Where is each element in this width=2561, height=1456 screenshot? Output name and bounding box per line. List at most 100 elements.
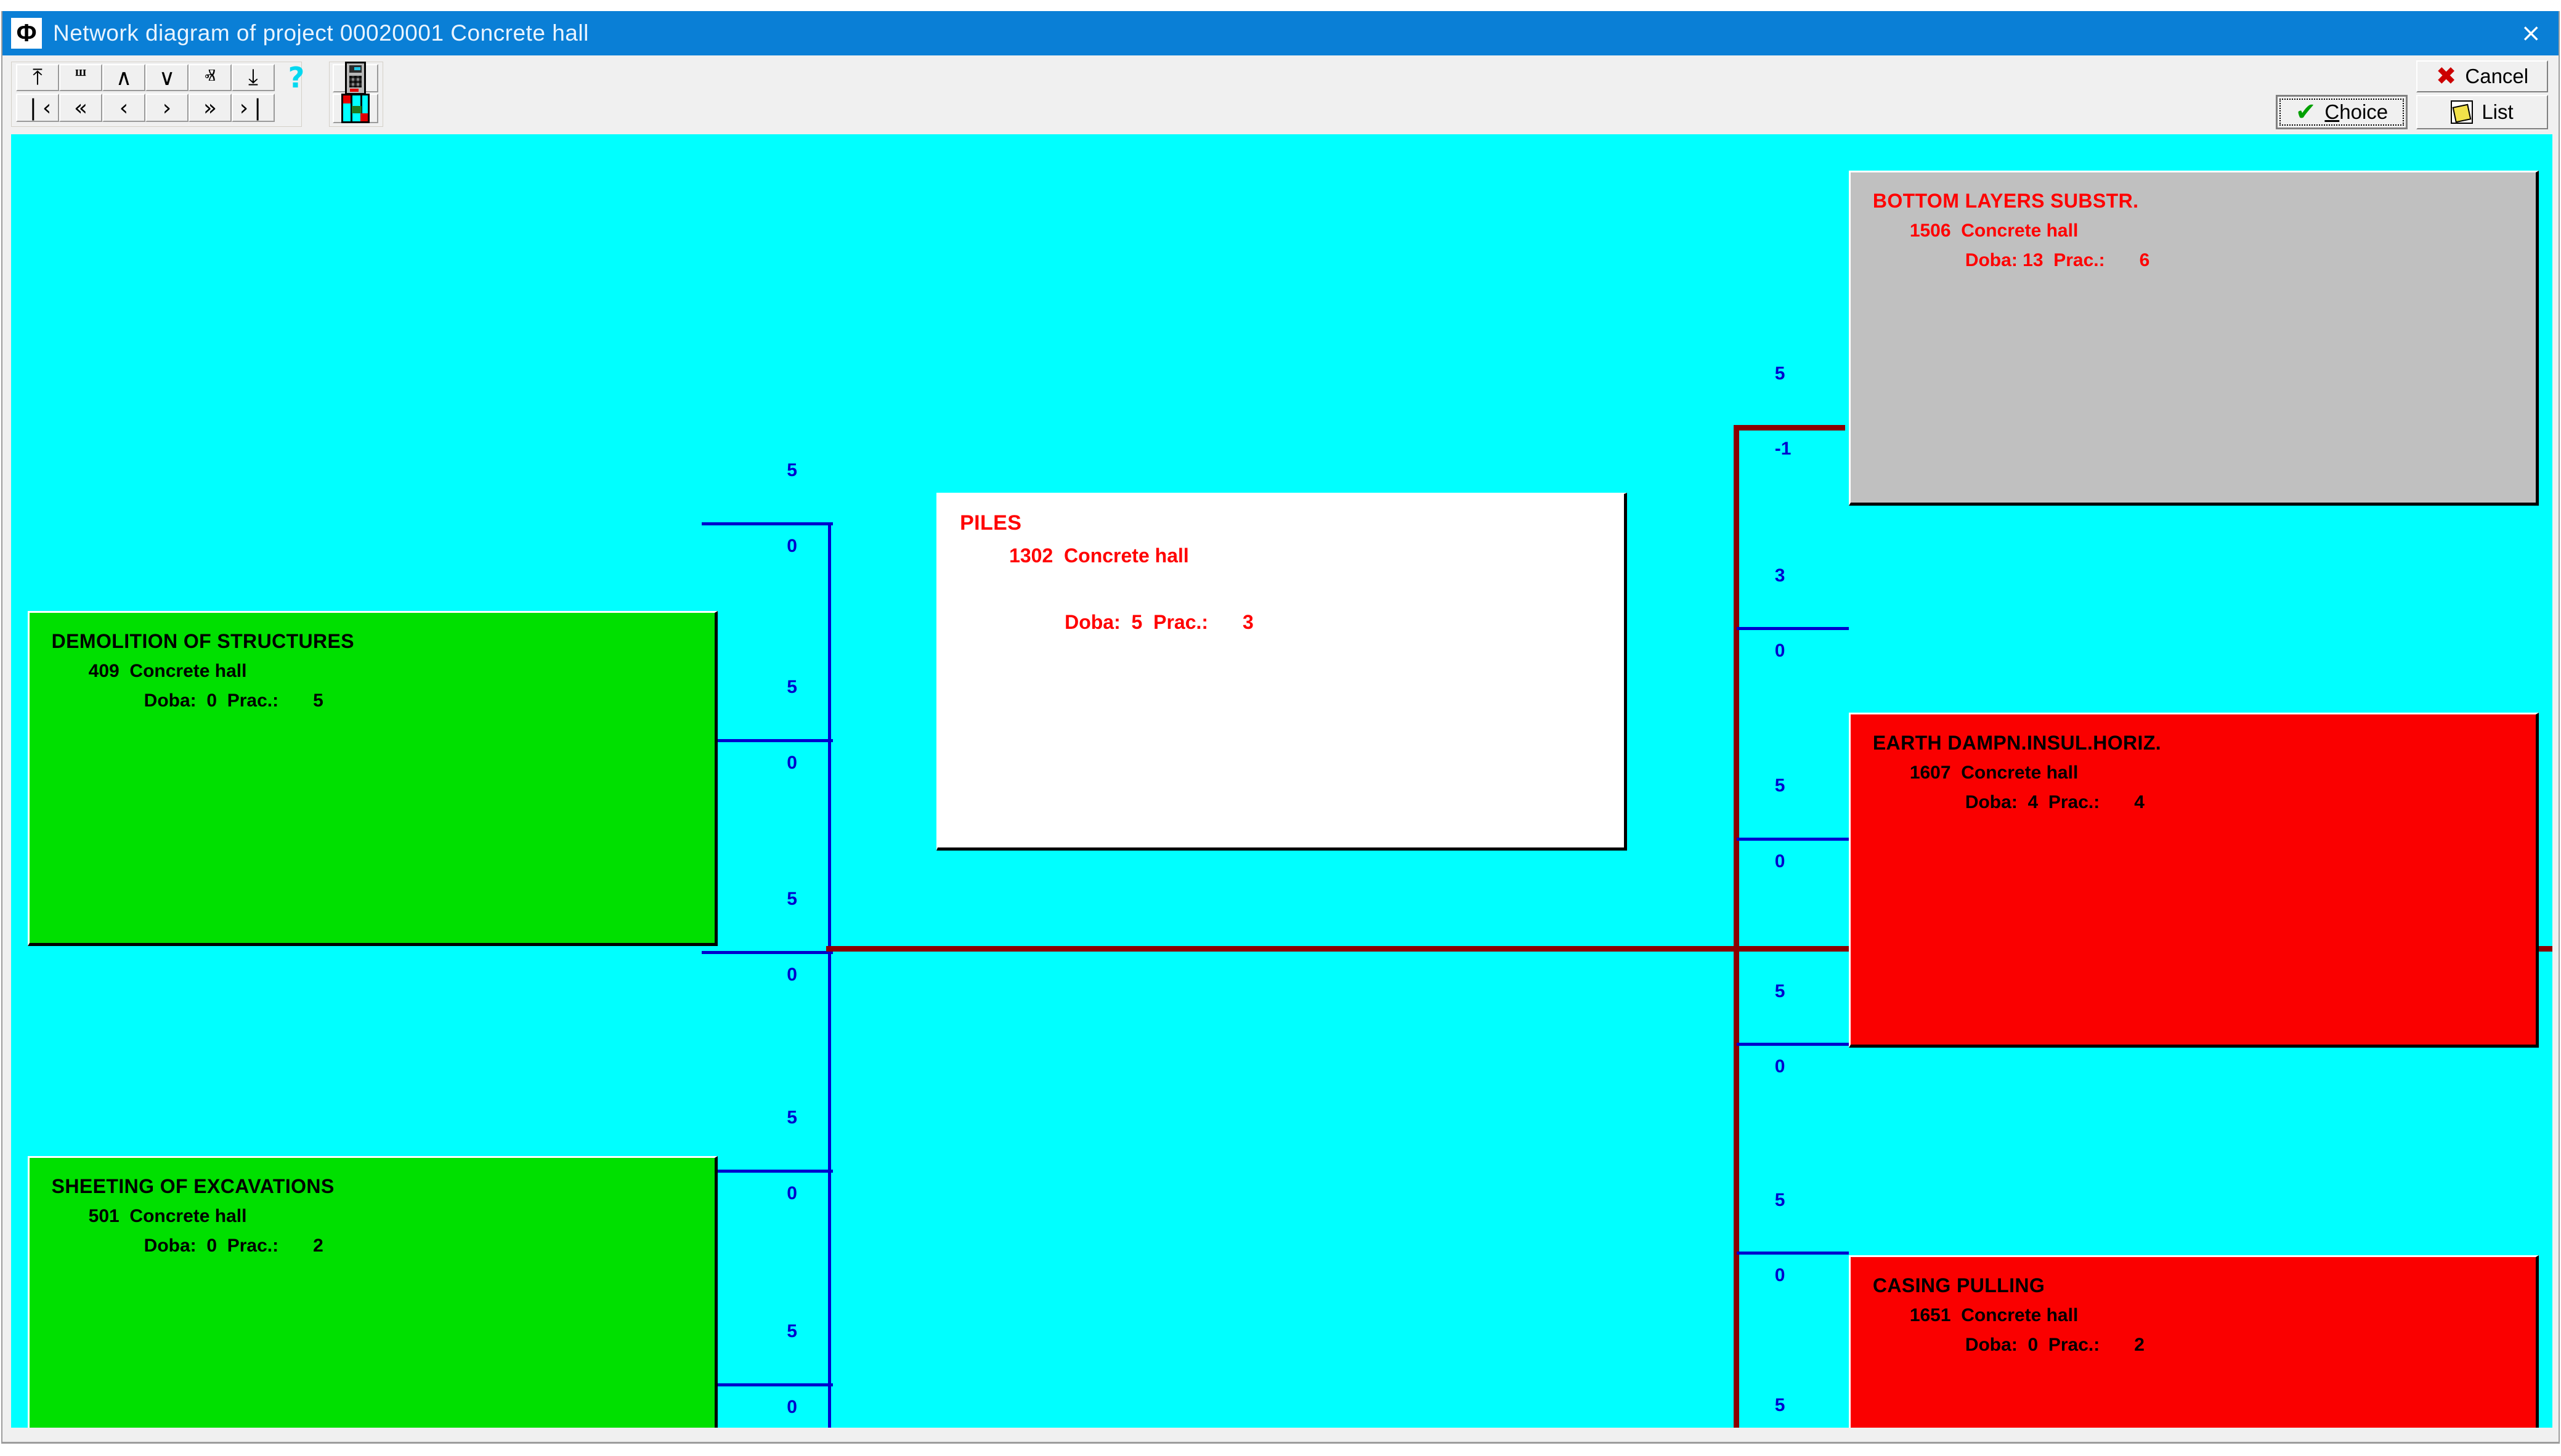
left-trunk-blue	[827, 524, 831, 1428]
edge-label-succ-5-bottom: 0	[1774, 1265, 1785, 1286]
tau-icon: Φ	[11, 18, 42, 49]
double-right-icon: »	[203, 95, 217, 121]
chevron-down-icon: ∨	[158, 65, 176, 91]
edge-label-pred-5-top: 5	[787, 1321, 797, 1341]
edge-label-pred-3-bottom: 0	[787, 965, 797, 985]
edge-label-succ-4-top: 5	[1774, 981, 1785, 1001]
calculator-icon	[345, 62, 366, 95]
node-metrics: Doba: 4 Prac.:4	[1965, 792, 2145, 813]
next-button[interactable]: ›	[145, 94, 189, 122]
edge-line-succ-3	[1737, 837, 1849, 841]
page-up-button[interactable]: ⱎ	[59, 64, 102, 91]
node-subtitle: 1607 Concrete hall	[1909, 762, 2079, 783]
cancel-button[interactable]: ✖ Cancel	[2416, 60, 2548, 92]
edge-label-succ-3-bottom: 0	[1774, 851, 1785, 872]
edge-label-succ-4-bottom: 0	[1774, 1056, 1785, 1077]
next-page-button[interactable]: »	[189, 94, 232, 122]
edge-label-pred-3-top: 5	[787, 889, 797, 910]
tau-icon-glyph: Φ	[16, 20, 37, 47]
edge-line-pred-5	[701, 1383, 833, 1386]
edge-label-succ-5-top: 5	[1774, 1189, 1785, 1210]
node-1651[interactable]: CASING PULLING 1651 Concrete hall Doba: …	[1848, 1255, 2539, 1428]
edge-label-succ-2-bottom: 0	[1774, 641, 1785, 661]
edge-label-pred-5-bottom: 0	[787, 1396, 797, 1417]
edge-center-to-right	[1618, 945, 1742, 952]
node-title: EARTH DAMPN.INSUL.HORIZ.	[1872, 732, 2162, 754]
edge-label-succ-1-top: 5	[1774, 363, 1785, 384]
go-bottom-button[interactable]: ⤓	[232, 64, 275, 91]
node-subtitle: 1506 Concrete hall	[1909, 220, 2079, 241]
edge-line-succ-4	[1737, 1043, 1849, 1046]
edge-line-pred-4	[701, 1169, 833, 1173]
close-icon[interactable]: ×	[2520, 19, 2541, 47]
skip-first-icon: ❘‹	[23, 95, 52, 121]
choice-button[interactable]: ✔ Choice	[2276, 95, 2408, 129]
node-title: SHEETING OF EXCAVATIONS	[51, 1175, 335, 1198]
node-1506[interactable]: BOTTOM LAYERS SUBSTR. 1506 Concrete hall…	[1848, 170, 2539, 506]
node-subtitle: 501 Concrete hall	[88, 1206, 247, 1227]
close-x-icon: ✖	[2435, 62, 2457, 91]
edge-label-pred-2-bottom: 0	[787, 752, 797, 773]
title-bar: Φ Network diagram of project 00020001 Co…	[2, 11, 2559, 55]
chevron-right-icon: ›	[162, 95, 172, 121]
edge-line-succ-1	[1734, 425, 1846, 431]
node-metrics: Doba: 5 Prac.:3	[1065, 610, 1254, 633]
go-top-button[interactable]: ⤒	[16, 64, 59, 91]
prev-button[interactable]: ‹	[102, 94, 145, 122]
edge-label-succ-3-top: 5	[1774, 775, 1785, 796]
node-409[interactable]: DEMOLITION OF STRUCTURES 409 Concrete ha…	[27, 610, 718, 946]
last-button[interactable]: ›❘	[232, 94, 275, 122]
down-button[interactable]: ∨	[145, 64, 189, 91]
node-title: PILES	[960, 511, 1022, 535]
node-subtitle: 409 Concrete hall	[88, 660, 247, 681]
node-title: BOTTOM LAYERS SUBSTR.	[1872, 189, 2139, 212]
node-501[interactable]: SHEETING OF EXCAVATIONS 501 Concrete hal…	[27, 1156, 718, 1428]
up-button[interactable]: ∧	[102, 64, 145, 91]
prev-page-button[interactable]: «	[59, 94, 102, 122]
toolbar: ⤒ ⱎ ∧ ∨ ⱏ ⤓ ? ❘‹ « ‹ › » ›❘	[2, 55, 2559, 131]
edge-label-pred-1-bottom: 0	[787, 535, 797, 556]
node-metrics: Doba: 13 Prac.:6	[1965, 249, 2150, 270]
right-trunk-red	[1734, 425, 1740, 1428]
network-diagram-window: Φ Network diagram of project 00020001 Co…	[1, 11, 2560, 1444]
node-title: DEMOLITION OF STRUCTURES	[51, 629, 355, 652]
node-metrics: Doba: 0 Prac.:2	[1965, 1334, 2145, 1355]
node-title: CASING PULLING	[1872, 1274, 2045, 1296]
page-down-button[interactable]: ⱏ	[189, 64, 232, 91]
page-up-icon: ⱎ	[75, 65, 87, 90]
list-label: List	[2482, 100, 2514, 123]
diagram-canvas[interactable]: 5 0 5 0 5 0 5 0 5 0 5 -1 3 0 5	[11, 134, 2552, 1428]
edge-label-pred-2-top: 5	[787, 677, 797, 698]
go-top-icon: ⤒	[33, 65, 43, 90]
node-subtitle: 1302 Concrete hall	[1009, 544, 1189, 567]
network-diagram-button[interactable]	[333, 94, 378, 123]
calculator-button[interactable]	[333, 62, 378, 95]
document-pencil-icon	[2451, 100, 2474, 124]
go-bottom-icon: ⤓	[248, 65, 258, 90]
edge-label-pred-4-bottom: 0	[787, 1183, 797, 1203]
choice-label: Choice	[2324, 100, 2389, 123]
window-title: Network diagram of project 00020001 Conc…	[53, 20, 589, 46]
network-diagram-icon	[341, 94, 370, 123]
edge-label-succ-1-bottom: -1	[1774, 439, 1792, 459]
node-1302-center[interactable]: PILES 1302 Concrete hall Doba: 5 Prac.:3	[936, 492, 1627, 851]
check-icon: ✔	[2295, 98, 2316, 126]
node-subtitle: 1651 Concrete hall	[1909, 1304, 2079, 1325]
edge-label-pred-1-top: 5	[787, 459, 797, 480]
edge-line-pred-3	[701, 950, 833, 954]
edge-line-pred-1	[701, 522, 833, 525]
double-left-icon: «	[73, 95, 88, 121]
help-button[interactable]: ?	[275, 61, 318, 94]
node-1607[interactable]: EARTH DAMPN.INSUL.HORIZ. 1607 Concrete h…	[1848, 713, 2539, 1048]
list-button[interactable]: List	[2416, 95, 2548, 129]
edge-label-succ-6-top: 5	[1774, 1395, 1785, 1416]
edge-line-pred-2	[701, 738, 833, 742]
edge-line-succ-5	[1737, 1252, 1849, 1255]
first-button[interactable]: ❘‹	[16, 94, 59, 122]
question-mark-icon: ?	[288, 61, 305, 94]
skip-last-icon: ›❘	[239, 95, 267, 121]
edge-line-succ-2	[1737, 627, 1849, 631]
chevron-left-icon: ‹	[119, 95, 129, 121]
cancel-label: Cancel	[2465, 65, 2529, 87]
